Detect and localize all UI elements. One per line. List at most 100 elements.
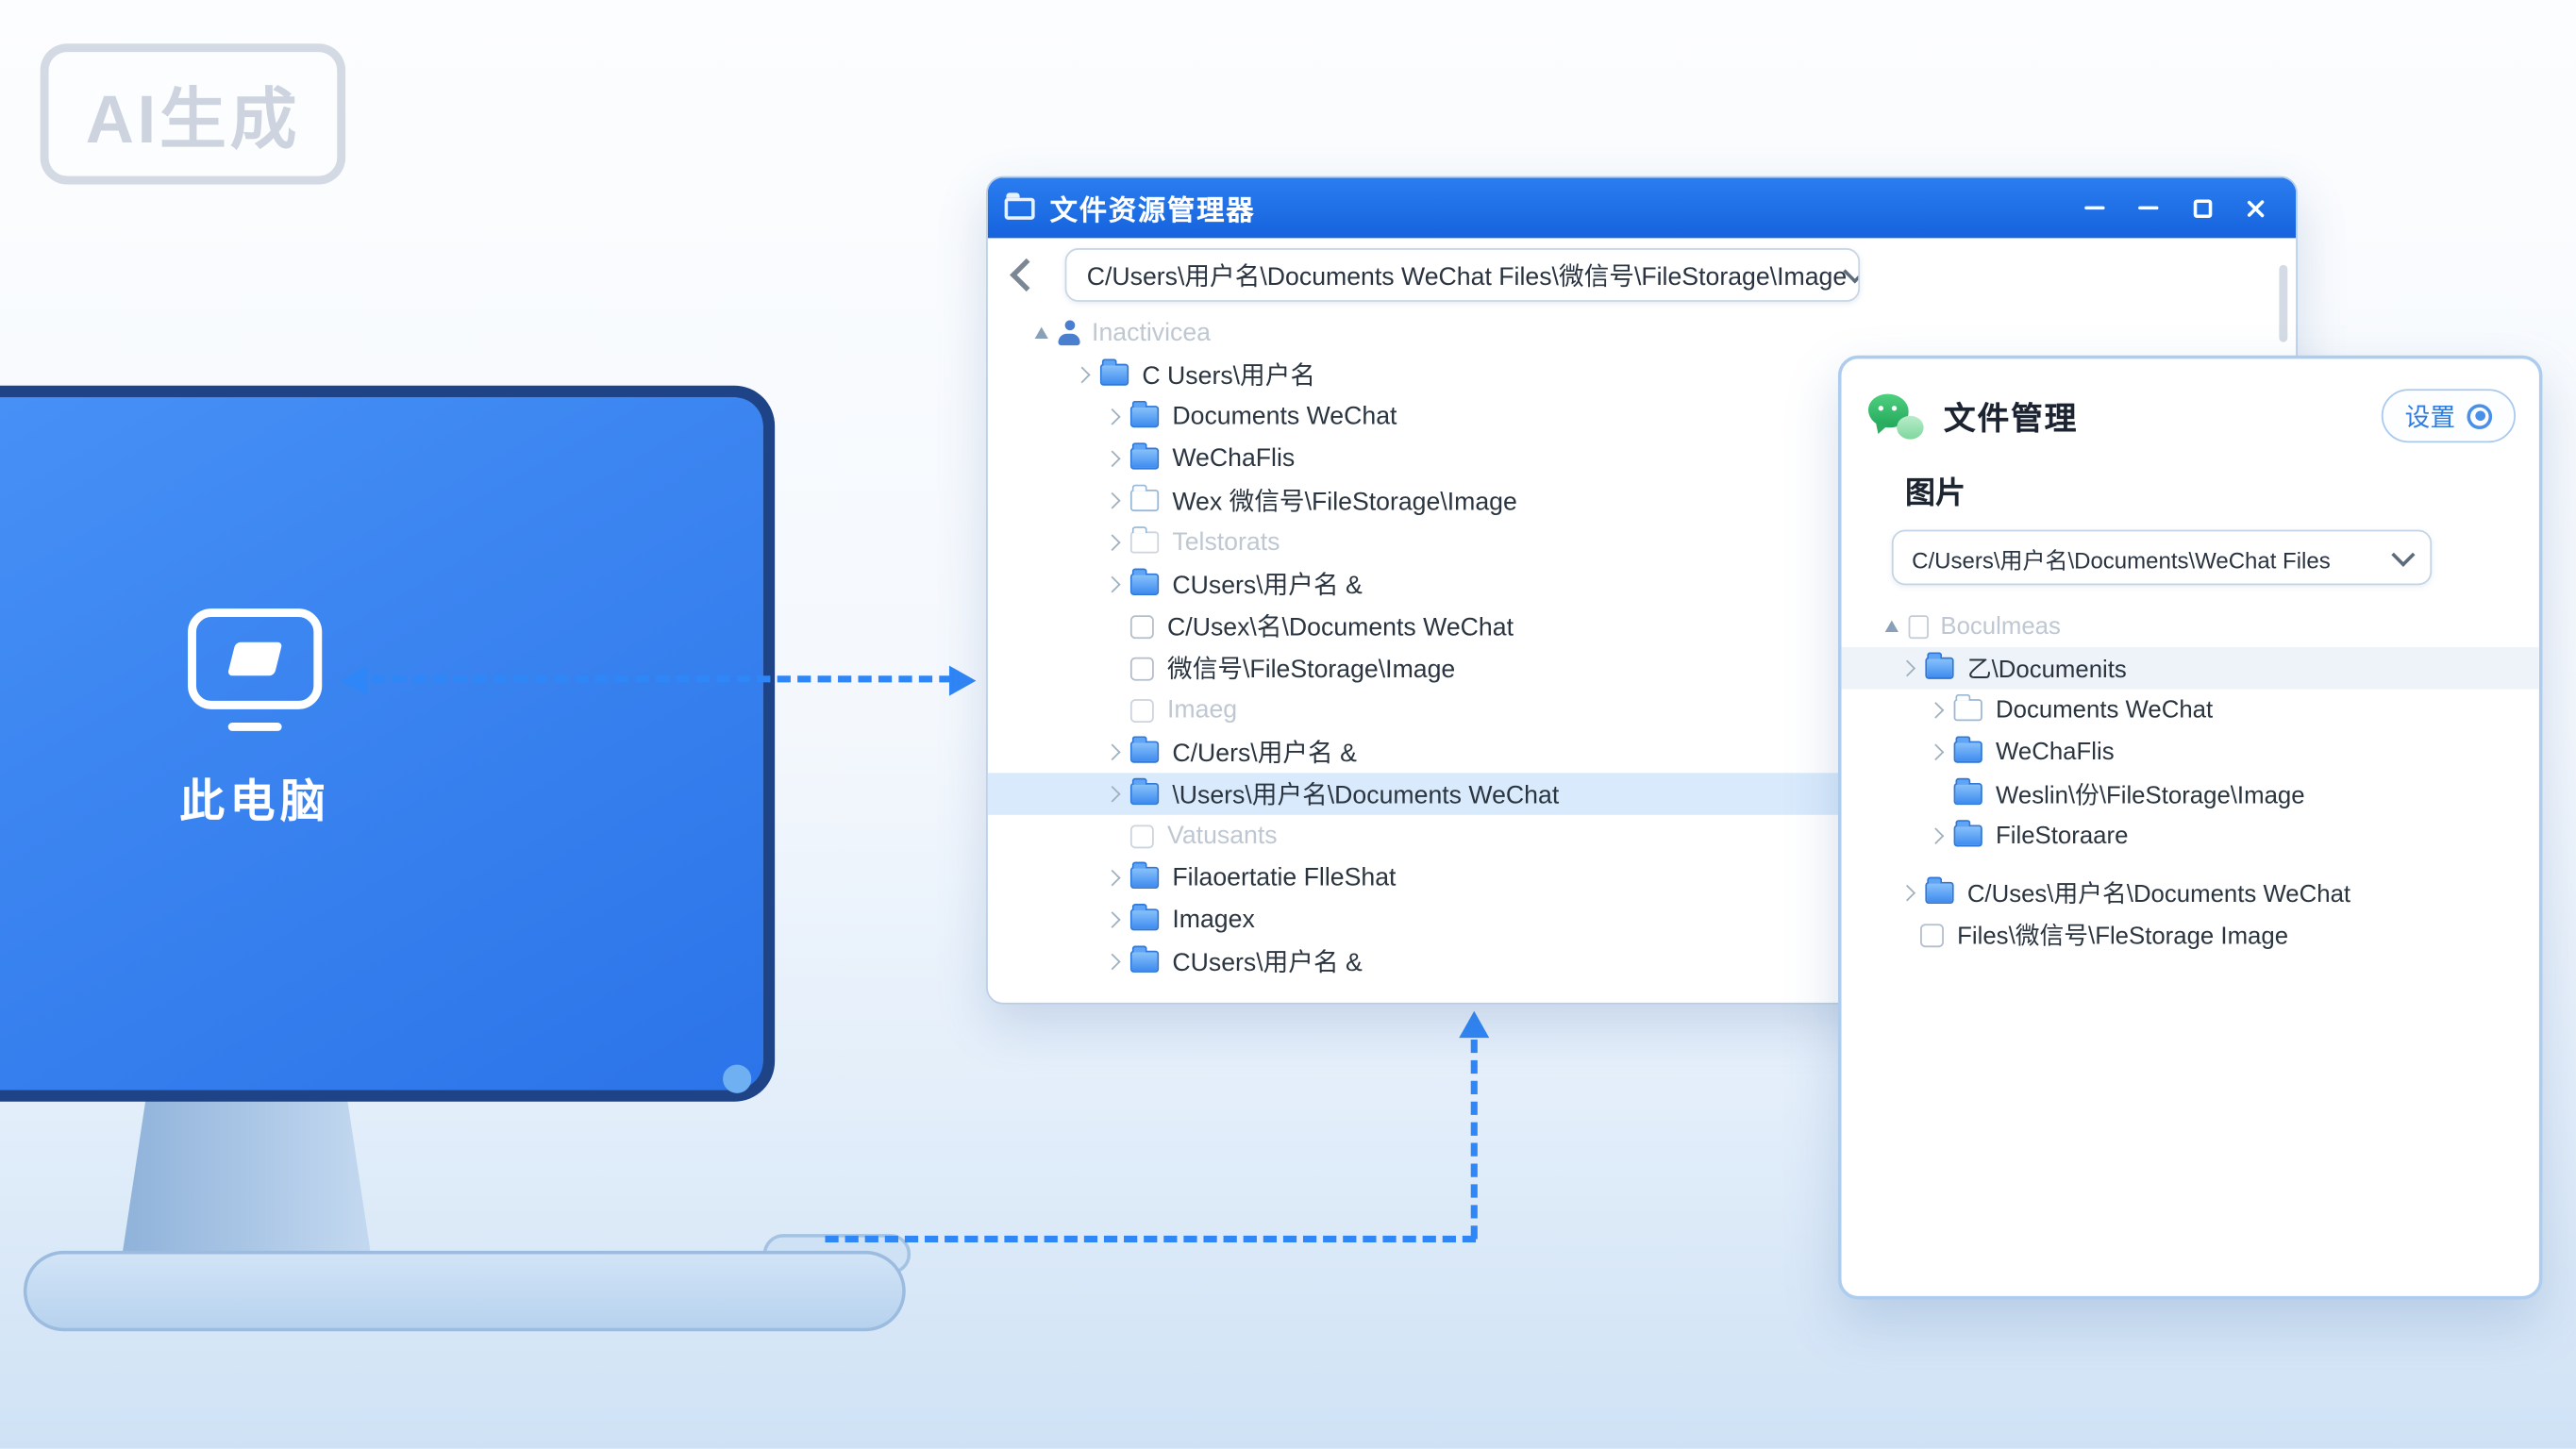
chevron-right-icon[interactable] — [1924, 698, 1948, 722]
tree-item-label: C Users\用户名 — [1142, 361, 1316, 391]
chevron-right-icon[interactable] — [1895, 881, 1918, 905]
folder-blue-icon — [1129, 861, 1160, 889]
checkbox-icon[interactable] — [1129, 698, 1154, 723]
folder-blue-icon — [1953, 736, 1982, 763]
chevron-right-icon[interactable] — [1924, 824, 1948, 848]
folder-blue-icon — [1129, 568, 1160, 595]
dashed-arrow-monitor-explorer — [372, 675, 953, 683]
minimize-button[interactable] — [2071, 188, 2118, 228]
tree-item-label: CUsers\用户名 & — [1172, 948, 1363, 978]
tree-item[interactable]: Vatusants — [988, 815, 2296, 857]
chevron-right-icon[interactable] — [1100, 405, 1124, 428]
tree-item[interactable]: C/Uses\用户名\Documents WeChat — [1842, 872, 2539, 913]
wechat-bubble-small — [1897, 415, 1924, 440]
tree-item[interactable]: Documents WeChat — [1842, 689, 2539, 730]
tree-item-label: FileStoraare — [1996, 822, 2129, 850]
chevron-down-icon[interactable] — [2391, 541, 2416, 566]
chevron-right-icon[interactable] — [1100, 866, 1124, 890]
folder-icon — [1004, 192, 1035, 219]
dashed-arrow-bottom-horizontal — [825, 1235, 1477, 1243]
panel-header: 文件管理 设置 — [1842, 358, 2539, 443]
tree-item-label: CUsers\用户名 & — [1172, 572, 1363, 601]
section-label-images: 图片 — [1905, 475, 1966, 510]
tree-item-label: Inactivicea — [1092, 318, 1212, 347]
tree-item[interactable]: CUsers\用户名 & — [988, 563, 2296, 605]
tree-item-label: C/Uers\用户名 & — [1172, 739, 1357, 769]
checkbox-icon[interactable] — [1129, 614, 1154, 639]
tree-item[interactable]: C/Usex\名\Documents WeChat — [988, 606, 2296, 647]
tree-item[interactable]: WeChaFlis — [1842, 731, 2539, 773]
checkbox-icon[interactable] — [1129, 656, 1154, 680]
chevron-right-icon[interactable] — [1895, 657, 1918, 680]
tree-item[interactable]: Inactivicea — [988, 312, 2296, 354]
tree-item[interactable]: Telstorats — [988, 522, 2296, 563]
maximize-button[interactable] — [2179, 188, 2226, 228]
back-chevron-icon[interactable] — [1010, 258, 1044, 292]
tree-item[interactable]: Wex 微信号\FileStorage\Image — [988, 479, 2296, 521]
tree-item-label: 微信号\FileStorage\Image — [1167, 655, 1456, 685]
minimize-button-2[interactable] — [2125, 188, 2172, 228]
tree-item[interactable]: FileStoraare — [1842, 815, 2539, 857]
checkbox-icon[interactable] — [1129, 824, 1154, 848]
chevron-right-icon[interactable] — [1070, 363, 1094, 387]
path-dropdown[interactable]: C/Users\用户名\Documents\WeChat Files — [1891, 529, 2433, 586]
tree-item-highlighted[interactable]: 乙\Documenits — [1841, 647, 2539, 690]
tree-item[interactable]: C/Uers\用户名 & — [988, 731, 2296, 773]
chevron-right-icon[interactable] — [1100, 741, 1124, 764]
folder-blue-icon — [1129, 777, 1160, 806]
tree-item[interactable]: Filaoertatie FlleShat — [988, 857, 2296, 898]
chevron-right-icon[interactable] — [1100, 573, 1124, 596]
checkbox-icon[interactable] — [1920, 923, 1944, 947]
tree-item[interactable]: Files\微信号\FleStorage Image — [1842, 914, 2539, 956]
dashed-arrow-bottom-vertical — [1470, 1039, 1478, 1240]
display-icon-foot — [227, 723, 282, 731]
tree-item-label: Telstorats — [1172, 527, 1280, 558]
page-glyph — [226, 641, 283, 676]
arrowhead-right-icon — [948, 665, 977, 696]
this-pc-icon: 此电脑 — [87, 608, 422, 830]
this-pc-label: 此电脑 — [179, 775, 331, 827]
folder-blue-icon — [1129, 945, 1160, 973]
arrowhead-left-icon — [340, 665, 368, 696]
tree-item-label: \Users\用户名\Documents WeChat — [1172, 781, 1560, 810]
tree-item[interactable]: Boculmeas — [1842, 606, 2539, 647]
window-title: 文件资源管理器 — [1049, 195, 1256, 226]
chevron-right-icon[interactable] — [1100, 908, 1124, 931]
tree-item[interactable]: Imaeg — [988, 689, 2296, 730]
tree-item-label: C/Uses\用户名\Documents WeChat — [1966, 881, 2351, 909]
folder-blue-icon — [1099, 358, 1129, 386]
tree-item[interactable]: WeChaFlis — [988, 438, 2296, 479]
scrollbar-thumb[interactable] — [2279, 264, 2288, 342]
tree-item[interactable]: Weslin\份\FileStorage\Image — [1842, 773, 2539, 814]
explorer-toolbar: C/Users\用户名\Documents WeChat Files\微信号\F… — [988, 238, 2296, 311]
monitor-screen: 此电脑 — [0, 385, 776, 1102]
folder-blue-icon — [1953, 820, 1982, 847]
folder-outline-icon — [1953, 693, 1982, 722]
tree-item[interactable]: Imagex — [988, 899, 2296, 941]
folder-blue-icon — [1953, 777, 1982, 806]
folder-blue-icon — [1129, 736, 1160, 763]
tree-item[interactable]: 微信号\FileStorage\Image — [988, 647, 2296, 689]
tree-item[interactable]: C Users\用户名 — [988, 354, 2296, 395]
tree-item[interactable]: Documents WeChat — [988, 395, 2296, 437]
settings-button[interactable]: 设置 — [2381, 389, 2517, 443]
window-controls — [2071, 188, 2279, 228]
arrowhead-up-icon — [1459, 1010, 1490, 1039]
tree-item-label: WeChaFlis — [1996, 738, 2115, 766]
wechat-file-manager-panel: 文件管理 设置 图片 C/Users\用户名\Documents\WeChat … — [1837, 355, 2543, 1300]
chevron-right-icon[interactable] — [1924, 741, 1948, 764]
chevron-right-icon[interactable] — [1100, 950, 1124, 974]
tree-item[interactable]: CUsers\用户名 & — [988, 941, 2296, 982]
display-icon — [188, 608, 323, 709]
minimize-icon — [2084, 206, 2105, 210]
explorer-titlebar[interactable]: 文件资源管理器 — [987, 177, 2297, 239]
tree-item-label: Filaoertatie FlleShat — [1172, 863, 1397, 892]
chevron-right-icon[interactable] — [1100, 531, 1124, 555]
address-bar[interactable]: C/Users\用户名\Documents WeChat Files\微信号\F… — [1064, 248, 1861, 302]
chevron-right-icon[interactable] — [1100, 782, 1124, 806]
chevron-right-icon[interactable] — [1100, 447, 1124, 471]
chevron-right-icon[interactable] — [1100, 489, 1124, 512]
folder-blue-icon — [1129, 400, 1160, 428]
close-button[interactable] — [2233, 188, 2280, 228]
folder-outline-icon — [1129, 484, 1160, 512]
